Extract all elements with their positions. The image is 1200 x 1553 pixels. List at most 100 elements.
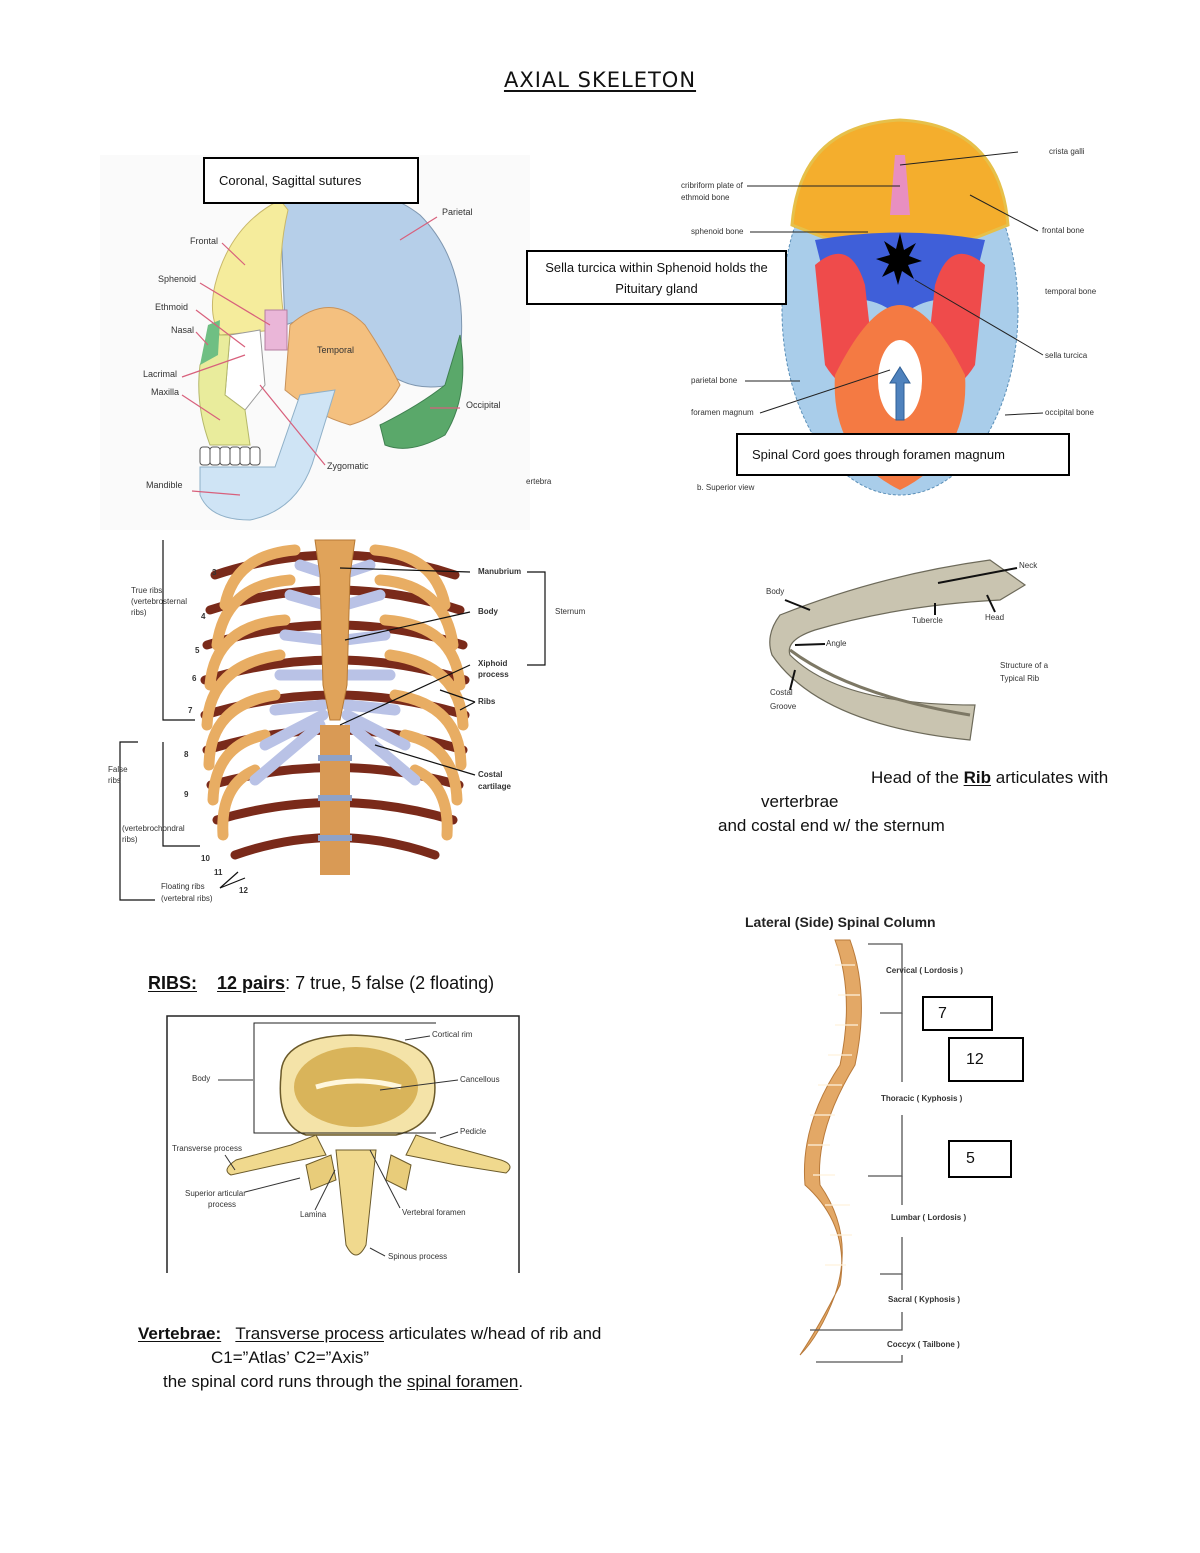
skull-label-mandible: Mandible — [146, 480, 183, 490]
skull-label-ethmoid: Ethmoid — [155, 302, 189, 312]
vertebra-label-cortical-rim: Cortical rim — [432, 1030, 473, 1039]
vertebrae-note-line2: C1=”Atlas’ C2=”Axis” — [211, 1348, 370, 1367]
spine-region-lumbar: Lumbar ( Lordosis ) — [891, 1213, 967, 1222]
cranium-label-frontal: frontal bone — [1042, 226, 1085, 235]
vertebrae-note-line3: the spinal cord runs through the spinal … — [163, 1372, 524, 1391]
ribcage-label-true-ribs: True ribs — [131, 586, 163, 595]
cranium-label-sella: sella turcica — [1045, 351, 1088, 360]
ribcage-label-true-ribs-2: (vertebrosternal — [131, 597, 188, 606]
rib-label-costal-groove: Costal — [770, 688, 793, 697]
cranium-label-parietal: parietal bone — [691, 376, 738, 385]
ribcage-label-false-ribs-2: ribs — [108, 776, 121, 785]
skull-label-maxilla: Maxilla — [151, 387, 180, 397]
ribcage-label-floating-2: (vertebral ribs) — [161, 894, 213, 903]
skull-label-occipital: Occipital — [466, 400, 501, 410]
ribcage-label-true-ribs-3: ribs) — [131, 608, 147, 617]
rib-number: 4 — [201, 612, 206, 621]
vertebra-label-superior-articular-2: process — [208, 1200, 237, 1209]
rib-note-line1: Head of the Rib articulates with — [871, 768, 1109, 787]
rib-label-tubercle: Tubercle — [912, 616, 943, 625]
vertebra-label-superior-articular: Superior articular — [185, 1189, 246, 1198]
stray-label-vertebra: ertebra — [526, 477, 552, 486]
ribcage-label-manubrium: Manubrium — [478, 567, 522, 576]
ribs-summary-pairs: 12 pairs — [217, 973, 286, 993]
skull-label-parietal: Parietal — [442, 207, 473, 217]
vertebra-label-pedicle: Pedicle — [460, 1127, 487, 1136]
ribcage-label-costal-2: cartilage — [478, 782, 511, 791]
rib-number: 11 — [214, 868, 223, 877]
skull-label-nasal: Nasal — [171, 325, 195, 335]
skull-illustration — [100, 155, 530, 530]
lumbar-count-box: 5 — [948, 1140, 1012, 1178]
thoracic-count-box: 12 — [948, 1037, 1024, 1082]
spine-brackets — [810, 943, 903, 1363]
skull-label-sphenoid: Sphenoid — [158, 274, 197, 284]
sella-callout-text: Sella turcica within Sphenoid holds the … — [545, 259, 768, 296]
sutures-callout: Coronal, Sagittal sutures — [203, 157, 419, 204]
spine-region-thoracic: Thoracic ( Kyphosis ) — [881, 1094, 963, 1103]
cranium-label-sphenoid: sphenoid bone — [691, 227, 744, 236]
cranium-label-occipital: occipital bone — [1045, 408, 1094, 417]
vertebra-label-cancellous: Cancellous — [460, 1075, 500, 1084]
rib-number: 12 — [239, 886, 248, 895]
page-title: AXIAL SKELETON — [503, 68, 697, 92]
rib-number: 10 — [201, 854, 210, 863]
cranium-label-temporal: temporal bone — [1045, 287, 1097, 296]
vertebra-label-foramen: Vertebral foramen — [402, 1208, 466, 1217]
ribs-summary-detail: : 7 true, 5 false (2 floating) — [285, 973, 495, 993]
spine-illustration — [799, 939, 862, 1356]
rib-note-line3: and costal end w/ the sternum — [718, 816, 945, 835]
ribs-summary-label: RIBS: — [148, 973, 197, 993]
rib-number: 8 — [184, 750, 189, 759]
rib-label-body: Body — [766, 587, 785, 596]
cranium-leader-lines — [745, 151, 1044, 416]
thoracic-count: 12 — [966, 1050, 984, 1068]
rib-label-head: Head — [985, 613, 1005, 622]
vertebra-label-body: Body — [192, 1074, 211, 1083]
rib-number: 7 — [188, 706, 193, 715]
rib-number: 6 — [192, 674, 197, 683]
vertebra-label-transverse: Transverse process — [172, 1144, 242, 1153]
lumbar-count: 5 — [966, 1150, 975, 1167]
sella-callout: Sella turcica within Sphenoid holds the … — [526, 250, 787, 305]
rib-number: 5 — [195, 646, 200, 655]
skull-label-temporal: Temporal — [317, 345, 355, 355]
rib-illustration — [769, 559, 1027, 741]
vertebra-label-spinous: Spinous process — [388, 1252, 448, 1261]
skull-label-frontal: Frontal — [190, 236, 219, 246]
rib-note-line2: verterbrae — [761, 792, 839, 811]
spinal-cord-callout-text: Spinal Cord goes through foramen magnum — [752, 447, 1005, 462]
ribcage-label-xiphoid: Xiphoid — [478, 659, 508, 668]
ribs-summary: RIBS: 12 pairs: 7 true, 5 false (2 float… — [148, 973, 494, 994]
rib-number: 3 — [212, 568, 217, 577]
skull-label-zygomatic: Zygomatic — [327, 461, 369, 471]
ribcage-leader-lines — [119, 540, 546, 901]
ribcage-label-vertebrochondral-2: ribs) — [122, 835, 138, 844]
ribcage-label-xiphoid-2: process — [478, 670, 509, 679]
ribcage-label-floating: Floating ribs — [161, 882, 205, 891]
rib-caption-2: Typical Rib — [1000, 674, 1040, 683]
rib-label-neck: Neck — [1019, 561, 1038, 570]
ribcage-label-ribs: Ribs — [478, 697, 496, 706]
cranium-label-cribriform-2: ethmoid bone — [681, 193, 730, 202]
vertebrae-note-line1: Vertebrae: Transverse process articulate… — [138, 1324, 602, 1343]
vertebra-leader-lines — [218, 1035, 459, 1257]
cranium-label-crista-galli: crista galli — [1049, 147, 1085, 156]
cranium-label-foramen: foramen magnum — [691, 408, 754, 417]
ribcage-illustration — [200, 539, 470, 875]
cervical-count: 7 — [938, 1004, 947, 1022]
spine-region-coccyx: Coccyx ( Tailbone ) — [887, 1340, 960, 1349]
spine-region-cervical: Cervical ( Lordosis ) — [886, 966, 963, 975]
cervical-count-box: 7 — [922, 996, 993, 1031]
spine-title: Lateral (Side) Spinal Column — [745, 914, 936, 930]
sutures-callout-text: Coronal, Sagittal sutures — [219, 173, 362, 188]
ribcage-label-sternum: Sternum — [555, 607, 586, 616]
ribcage-label-costal: Costal — [478, 770, 503, 779]
ribcage-label-false-ribs: False — [108, 765, 128, 774]
vertebra-label-lamina: Lamina — [300, 1210, 327, 1219]
cranium-illustration — [781, 118, 1019, 496]
rib-label-angle: Angle — [826, 639, 847, 648]
rib-number: 9 — [184, 790, 189, 799]
rib-leader-lines — [784, 567, 1018, 691]
skull-label-lacrimal: Lacrimal — [143, 369, 178, 379]
